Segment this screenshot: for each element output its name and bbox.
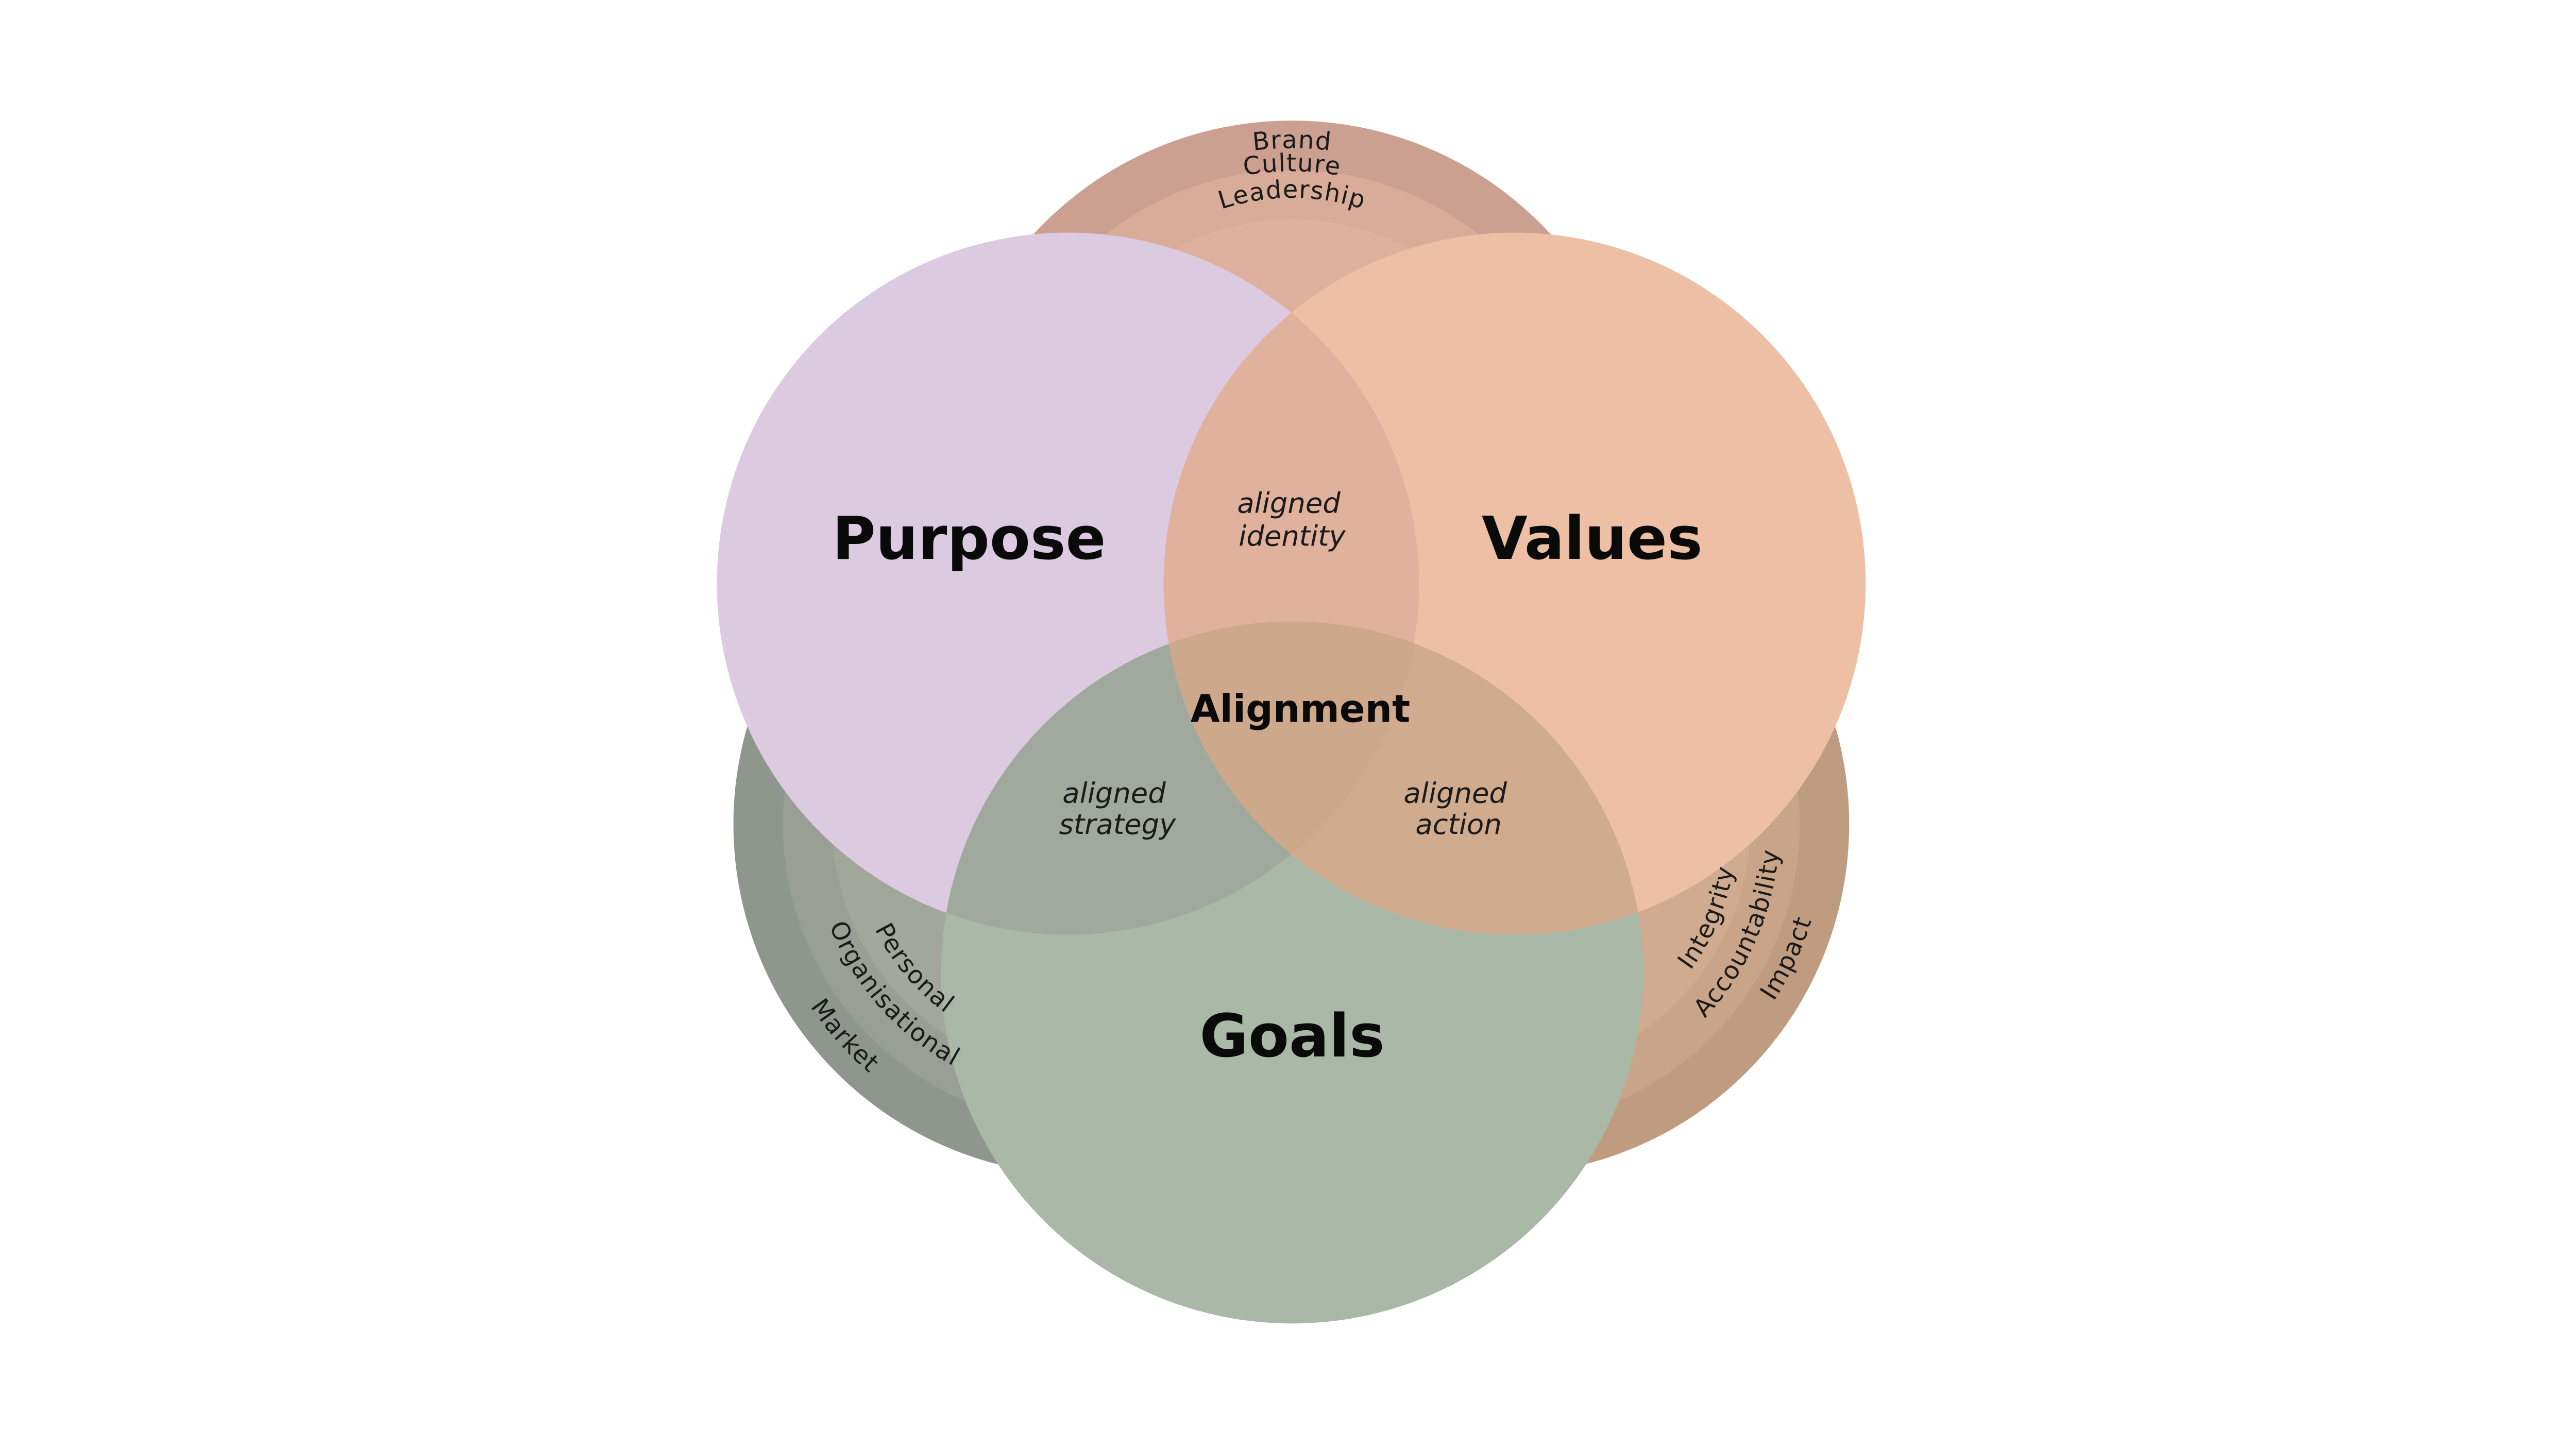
aligned-action-line2: action: [1415, 808, 1501, 841]
aligned-action-line1: aligned: [1403, 777, 1507, 809]
ring-label-brand: Brand: [1251, 126, 1333, 157]
aligned-identity-line1: aligned: [1237, 487, 1341, 519]
values-label: Values: [1482, 504, 1703, 573]
alignment-label: Alignment: [1191, 688, 1410, 731]
goals-label: Goals: [1199, 1002, 1384, 1071]
aligned-identity-line2: identity: [1239, 520, 1346, 552]
aligned-strategy-line1: aligned: [1062, 777, 1166, 809]
ring-label-culture: Culture: [1241, 148, 1343, 181]
overlap-values-goals: [1163, 621, 1643, 935]
aligned-strategy-line2: strategy: [1059, 808, 1177, 841]
overlap-purpose-goals: [941, 621, 1419, 935]
purpose-label: Purpose: [832, 504, 1106, 573]
